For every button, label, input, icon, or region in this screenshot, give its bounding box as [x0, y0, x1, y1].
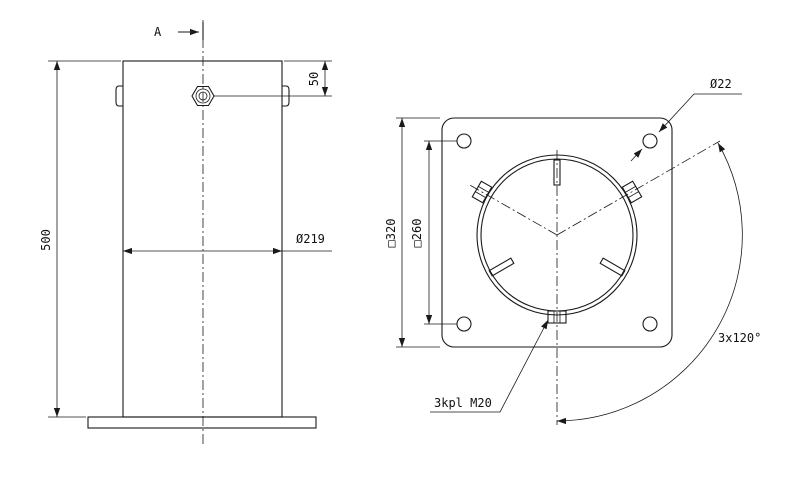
- plan-view: □320 □260 Ø22 3kpl M20 3x120°: [384, 77, 761, 425]
- corner-hole-tr: [642, 133, 658, 149]
- base-plate: [87, 416, 317, 429]
- left-bolt-boss: [115, 85, 123, 107]
- corner-hole-bl: [456, 316, 472, 332]
- height-dim: 500: [39, 229, 53, 251]
- corner-hole-br: [642, 316, 658, 332]
- hole-dim: Ø22: [710, 77, 732, 91]
- rib-right: [599, 257, 626, 277]
- tube-body: [122, 60, 283, 418]
- plate-dim: □320: [384, 219, 398, 248]
- angle-arc: [556, 142, 743, 425]
- bolt-offset-dim: 50: [307, 72, 321, 86]
- section-label: A: [154, 25, 162, 39]
- plan-center-left: [467, 183, 558, 236]
- plan-center-right: [556, 140, 721, 236]
- angle-dim: 3x120°: [718, 331, 761, 345]
- diameter-dim: Ø219: [296, 232, 325, 246]
- side-view: A 500 50 Ø219: [39, 20, 332, 446]
- rib-left: [488, 257, 515, 277]
- bolt-note: 3kpl M20: [434, 396, 492, 410]
- hole-spacing-dim: □260: [410, 219, 424, 248]
- corner-hole-tl: [456, 133, 472, 149]
